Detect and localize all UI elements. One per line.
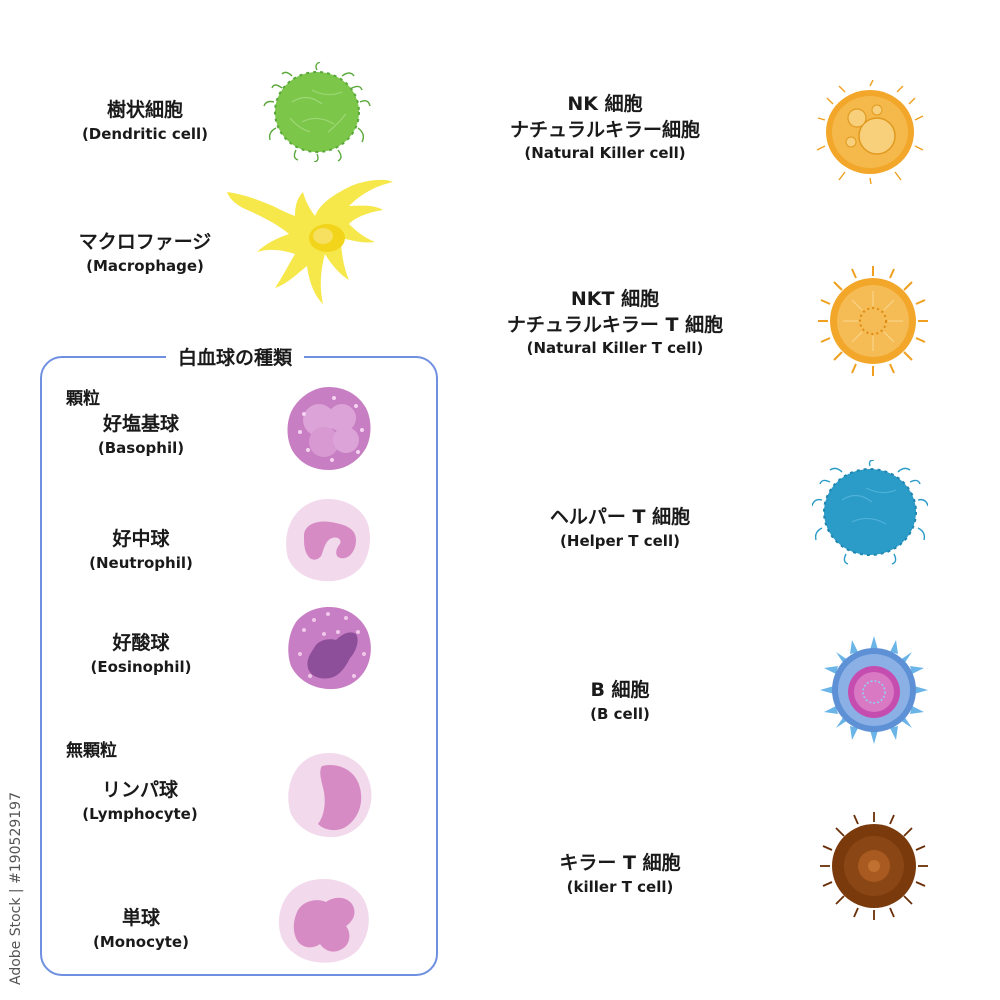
- label-jp: 好塩基球: [102, 413, 179, 435]
- label-nk-cell: NK 細胞 ナチュラルキラー細胞 (Natural Killer cell): [475, 92, 735, 164]
- killer-t-cell-image: [820, 812, 928, 920]
- label-macrophage: マクロファージ (Macrophage): [40, 230, 250, 276]
- label-en: (Basophil): [97, 438, 185, 457]
- b-cell-image: [820, 636, 928, 744]
- nkt-cell-image: [818, 266, 928, 376]
- label-en: (Natural Killer T cell): [526, 339, 704, 358]
- label-dendritic-cell: 樹状細胞 (Dendritic cell): [60, 98, 230, 144]
- nk-cell-image: [816, 80, 924, 185]
- macrophage-image: [227, 179, 393, 304]
- label-jp-1: NKT 細胞: [570, 288, 660, 310]
- label-en: (killer T cell): [566, 877, 674, 896]
- label-b-cell: B 細胞 (B cell): [540, 678, 700, 724]
- label-jp: ヘルパー T 細胞: [549, 506, 691, 528]
- basophil-image: [287, 387, 371, 470]
- label-en: (Neutrophil): [89, 553, 193, 572]
- label-en: (B cell): [590, 704, 650, 723]
- label-jp: リンパ球: [101, 779, 178, 801]
- stock-watermark: Adobe Stock | #190529197: [8, 792, 24, 985]
- eosinophil-image: [288, 607, 371, 690]
- label-en: (Helper T cell): [560, 531, 680, 550]
- lymphocyte-image: [288, 753, 372, 838]
- label-jp: 好中球: [112, 528, 170, 550]
- label-jp: 樹状細胞: [106, 99, 183, 121]
- label-en: (Natural Killer cell): [524, 144, 686, 163]
- label-jp: キラー T 細胞: [559, 852, 681, 874]
- label-en: (Eosinophil): [90, 657, 192, 676]
- label-jp-1: NK 細胞: [567, 93, 643, 115]
- label-eosinophil: 好酸球 (Eosinophil): [66, 631, 216, 677]
- granulocyte-label: 顆粒: [66, 389, 100, 409]
- leukocyte-types-title: 白血球の種類: [166, 343, 305, 370]
- label-jp: 好酸球: [112, 632, 170, 654]
- label-jp-2: ナチュラルキラー T 細胞: [506, 313, 724, 336]
- label-killer-t-cell: キラー T 細胞 (killer T cell): [515, 851, 725, 897]
- label-jp-2: ナチュラルキラー細胞: [509, 118, 700, 141]
- monocyte-image: [278, 879, 369, 963]
- dendritic-cell-image: [263, 62, 371, 162]
- label-en: (Dendritic cell): [81, 124, 209, 143]
- label-jp: B 細胞: [590, 679, 650, 701]
- label-nkt-cell: NKT 細胞 ナチュラルキラー T 細胞 (Natural Killer T c…: [475, 287, 755, 359]
- label-basophil: 好塩基球 (Basophil): [66, 412, 216, 458]
- helper-t-cell-image: [812, 460, 928, 565]
- label-jp: 単球: [121, 907, 160, 929]
- label-en: (Lymphocyte): [82, 804, 198, 823]
- label-monocyte: 単球 (Monocyte): [66, 906, 216, 952]
- neutrophil-image: [286, 499, 370, 582]
- label-en: (Monocyte): [93, 932, 189, 951]
- agranulocyte-label: 無顆粒: [66, 741, 117, 761]
- label-helper-t-cell: ヘルパー T 細胞 (Helper T cell): [515, 505, 725, 551]
- label-jp: マクロファージ: [78, 231, 212, 253]
- label-lymphocyte: リンパ球 (Lymphocyte): [60, 778, 220, 824]
- label-en: (Macrophage): [86, 256, 204, 275]
- label-neutrophil: 好中球 (Neutrophil): [66, 527, 216, 573]
